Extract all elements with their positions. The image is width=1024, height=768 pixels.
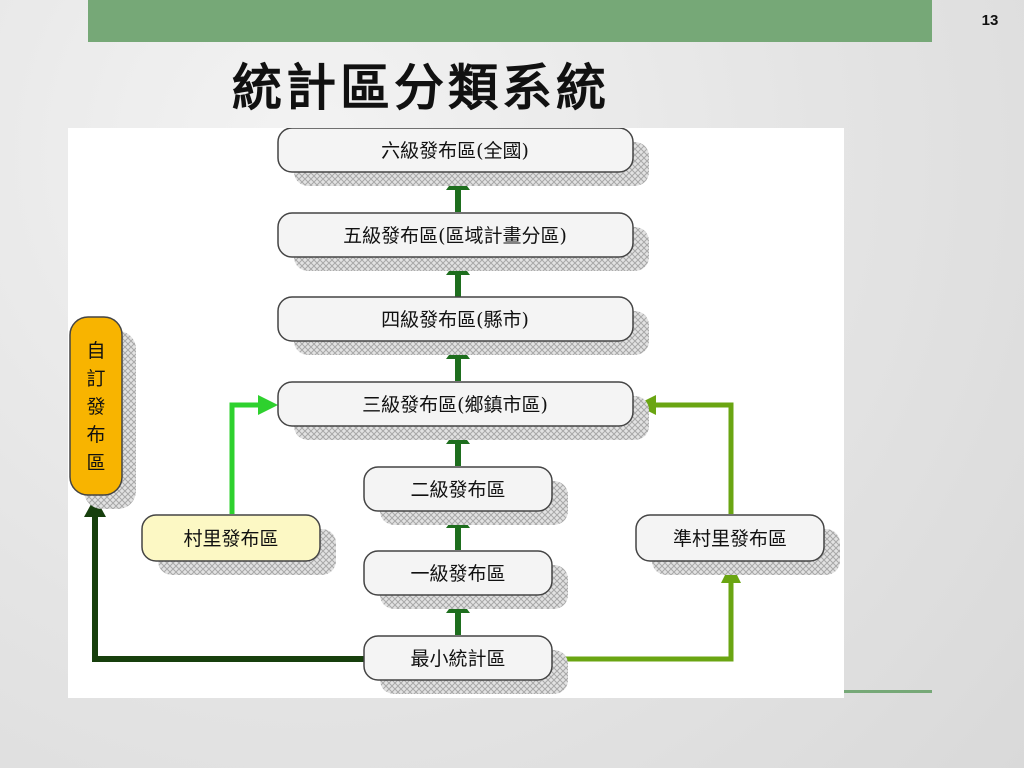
node-level6-label: 六級發布區(全國) (381, 140, 529, 162)
node-level3: 三級發布區(鄉鎮市區) (277, 381, 649, 440)
node-quasi-village-label: 準村里發布區 (673, 528, 787, 550)
arrow-basic-to-quasi-village (554, 563, 741, 662)
node-level2-label: 二級發布區 (410, 479, 505, 501)
node-custom-char: 發 (86, 396, 105, 418)
node-custom-char: 訂 (86, 368, 105, 390)
page-number: 13 (981, 12, 999, 29)
node-level4: 四級發布區(縣市) (277, 296, 649, 355)
node-custom-char: 布 (86, 424, 105, 446)
footer-accent-line (844, 690, 932, 693)
node-village: 村里發布區 (141, 514, 336, 575)
hierarchy-diagram: 六級發布區(全國) 五級發布區(區域計畫分區) 四級發布區(縣市) 三級發布區(… (69, 128, 840, 694)
node-quasi-village: 準村里發布區 (635, 514, 840, 575)
node-level6: 六級發布區(全國) (277, 128, 649, 186)
node-level3-label: 三級發布區(鄉鎮市區) (362, 394, 548, 416)
node-level5: 五級發布區(區域計畫分區) (277, 212, 649, 271)
node-level4-label: 四級發布區(縣市) (381, 309, 529, 331)
node-level5-label: 五級發布區(區域計畫分區) (343, 225, 567, 247)
diagram-panel: 六級發布區(全國) 五級發布區(區域計畫分區) 四級發布區(縣市) 三級發布區(… (68, 128, 844, 698)
node-level2: 二級發布區 (363, 466, 568, 525)
node-basic: 最小統計區 (363, 635, 568, 694)
arrow-village-to-level3 (229, 395, 278, 514)
slide-title: 統計區分類系統 (232, 59, 610, 117)
node-custom-char: 自 (86, 340, 105, 362)
node-village-label: 村里發布區 (183, 528, 278, 550)
node-level1: 一級發布區 (363, 550, 568, 609)
node-basic-label: 最小統計區 (410, 648, 505, 670)
arrow-quasi-village-to-level3 (636, 395, 734, 514)
header-accent-bar (88, 0, 932, 42)
node-custom: 自 訂 發 布 區 (69, 316, 136, 509)
node-level1-label: 一級發布區 (410, 563, 505, 585)
node-custom-char: 區 (86, 452, 105, 474)
